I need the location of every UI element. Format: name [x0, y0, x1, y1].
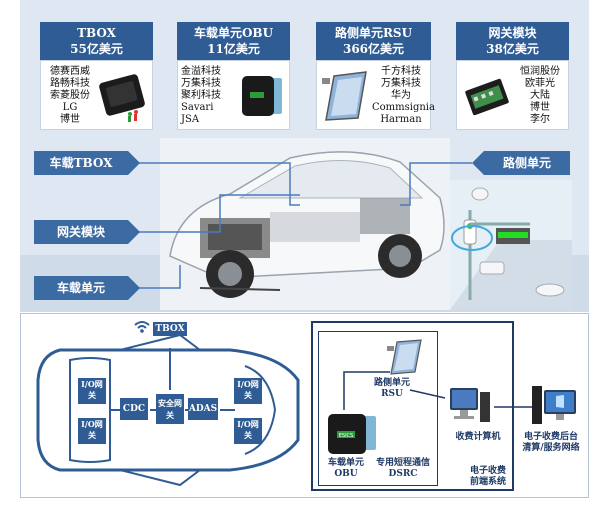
etc-system-outline [311, 321, 514, 491]
company-name: 万集科技 [381, 78, 421, 89]
frontend-system-caption: 电子收费前端系统 [466, 466, 510, 488]
card-gateway-title: 网关模块 [488, 26, 537, 40]
company-name: 恒润股份 [520, 66, 560, 77]
label-vehicle-tbox: 车载TBOX [34, 151, 140, 175]
rsu-device-image [322, 71, 367, 121]
dsrc-caption-text: 专用短程通信DSRC [375, 458, 430, 479]
cdc-box: CDC [120, 398, 148, 420]
card-obu-header: 车载单元OBU 11亿美元 [177, 22, 290, 60]
card-rsu-header: 路侧单元RSU 366亿美元 [316, 22, 431, 60]
company-name: 欧菲光 [525, 78, 555, 89]
io-gateway-label: I/O网关 [237, 379, 259, 400]
card-obu-value: 11亿美元 [207, 42, 260, 56]
backend-caption: 电子收费后台清算/服务网络 [520, 432, 582, 454]
car-cutaway-image [160, 138, 450, 310]
backend-link-line [494, 406, 534, 408]
card-gateway-header: 网关模块 38亿美元 [456, 22, 569, 60]
company-name: 路畅科技 [50, 78, 90, 89]
company-name: 博世 [530, 102, 550, 113]
card-obu-companies: 金溢科技 万集科技 聚利科技 Savari JSA [181, 66, 235, 126]
company-name: LG [62, 102, 78, 113]
wifi-icon [134, 321, 150, 333]
io-gateway-label: I/O网关 [81, 379, 103, 400]
obu-screen-text: ESICS [339, 433, 353, 439]
card-rsu-value: 366亿美元 [342, 42, 405, 56]
io-gateway-label: I/O网关 [81, 419, 103, 440]
connector-lines [128, 162, 472, 289]
obu-caption-text: 车载单元OBU [327, 458, 364, 479]
company-name: 华为 [391, 90, 411, 101]
label-vehicle-unit: 车载单元 [34, 276, 140, 300]
secure-gateway-label: 安全网关 [158, 398, 182, 420]
obu-device-icon: ESICS [328, 414, 376, 454]
secure-gateway-box: 安全网关 [156, 394, 184, 424]
card-tbox-title: TBOX [77, 26, 116, 40]
backend-caption-text: 电子收费后台清算/服务网络 [522, 432, 580, 453]
io-gateway-right-bottom: I/O网关 [234, 418, 262, 444]
gateway-device-image [465, 78, 509, 116]
company-name: 博世 [60, 114, 80, 125]
bottom-panel [20, 313, 589, 498]
card-tbox-value: 55亿美元 [70, 42, 123, 56]
obu-caption: 车载单元OBU [326, 458, 366, 480]
adas-box: ADAS [188, 398, 218, 420]
toll-computer-icon [450, 388, 490, 422]
card-obu-title: 车载单元OBU [193, 26, 274, 40]
card-rsu-title: 路侧单元RSU [334, 26, 413, 40]
company-name: 德赛西威 [50, 66, 90, 77]
dsrc-outline [318, 331, 438, 486]
rsu-device-icon [387, 339, 422, 375]
rsu-caption: 路侧单元RSU [364, 378, 420, 400]
frontend-system-text: 电子收费前端系统 [469, 466, 506, 487]
card-gateway-companies: 恒润股份 欧菲光 大陆 博世 李尔 [512, 66, 568, 126]
company-name: 金溢科技 [181, 66, 221, 77]
card-rsu-companies: 千方科技 万集科技 华为 Commsignia Harman [372, 66, 435, 126]
obu-device-image [242, 76, 282, 116]
tbox-device-image [99, 74, 145, 122]
io-gateway-right-top: I/O网关 [234, 378, 262, 404]
company-name: 李尔 [530, 114, 550, 125]
company-name: 聚利科技 [181, 90, 221, 101]
company-name: 大陆 [530, 90, 550, 101]
label-roadside-unit: 路侧单元 [472, 151, 570, 175]
card-tbox-header: TBOX 55亿美元 [40, 22, 153, 60]
company-name: 万集科技 [181, 78, 221, 89]
company-name: 千方科技 [381, 66, 421, 77]
toll-computer-caption: 收费计算机 [455, 432, 501, 442]
company-name: Harman [380, 114, 422, 125]
io-gateway-left-top: I/O网关 [78, 378, 106, 404]
io-gateway-label: I/O网关 [237, 419, 259, 440]
company-name: 索菱股份 [50, 90, 90, 101]
dsrc-link-lines [343, 371, 446, 410]
card-gateway-value: 38亿美元 [486, 42, 539, 56]
io-gateway-left-bottom: I/O网关 [78, 418, 106, 444]
rsu-caption-text: 路侧单元RSU [373, 378, 410, 399]
card-tbox-companies: 德赛西威 路畅科技 索菱股份 LG 博世 [44, 66, 96, 126]
label-gateway-module: 网关模块 [34, 220, 140, 244]
tbox-box: TBOX [153, 322, 187, 336]
company-name: Commsignia [372, 102, 435, 113]
backend-server-icon [532, 386, 576, 424]
roadside-scene-image [450, 180, 572, 310]
company-name: Savari [181, 102, 214, 113]
dsrc-caption: 专用短程通信DSRC [372, 458, 434, 480]
company-name: JSA [181, 114, 200, 125]
